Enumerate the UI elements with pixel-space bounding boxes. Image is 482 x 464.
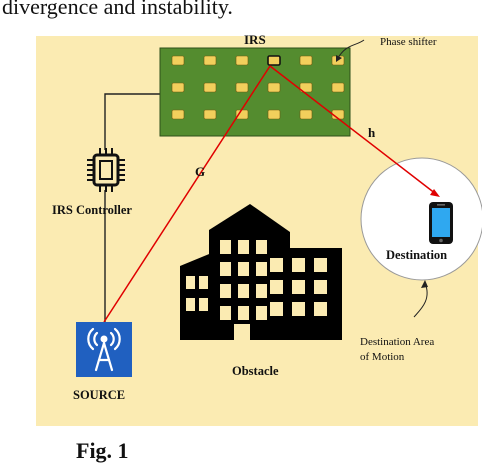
link-g — [103, 65, 271, 323]
building-window — [270, 302, 283, 316]
building-window — [270, 280, 283, 294]
irs-element — [267, 109, 281, 120]
irs-element — [203, 109, 217, 120]
phase-shifter-arrowhead — [336, 55, 342, 62]
destination-area-arrowhead — [421, 280, 428, 288]
control-wire — [104, 93, 160, 150]
building-window — [220, 306, 231, 320]
building-window — [292, 258, 305, 272]
irs-element — [235, 55, 249, 66]
figure-label: Fig. 1 — [76, 438, 129, 463]
channel-g-label: G — [195, 164, 205, 179]
building-window — [256, 262, 267, 276]
irs-element — [331, 82, 345, 93]
irs-element — [299, 82, 313, 93]
building-window — [238, 306, 249, 320]
irs-element — [299, 109, 313, 120]
building-window — [238, 240, 249, 254]
building-window — [238, 284, 249, 298]
building-window — [186, 276, 195, 289]
building-window — [256, 306, 267, 320]
link-h-arrowhead — [430, 189, 440, 197]
destination-area-label-line2: of Motion — [360, 351, 405, 363]
irs-panel — [159, 47, 351, 137]
irs-element — [203, 82, 217, 93]
irs-element — [299, 55, 313, 66]
source-label: SOURCE — [73, 388, 125, 402]
irs-element — [267, 55, 281, 66]
building-window — [314, 302, 327, 316]
irs-element — [171, 109, 185, 120]
building-window — [292, 280, 305, 294]
building-window — [256, 284, 267, 298]
irs-element-grid — [171, 55, 345, 120]
link-h — [269, 65, 437, 195]
destination-area-label-line1: Destination Area — [360, 336, 434, 348]
building-window — [220, 262, 231, 276]
building-window — [199, 298, 208, 311]
destination-area-circle — [360, 157, 482, 281]
obstacle-label: Obstacle — [232, 364, 279, 378]
obstacle-building-icon — [180, 204, 342, 340]
irs-element — [203, 55, 217, 66]
building-window — [234, 324, 250, 340]
irs-element — [235, 82, 249, 93]
smartphone-icon — [429, 202, 453, 244]
phase-shifter-pointer — [337, 39, 365, 59]
irs-controller-label: IRS Controller — [52, 203, 132, 217]
source-antenna-icon — [76, 322, 132, 377]
irs-controller-chip-icon — [87, 148, 125, 192]
channel-h-label: h — [368, 125, 376, 140]
irs-element — [171, 82, 185, 93]
irs-element — [171, 55, 185, 66]
destination-label: Destination — [386, 248, 447, 262]
building-window — [256, 240, 267, 254]
building-window — [314, 280, 327, 294]
irs-element — [267, 82, 281, 93]
phase-shifter-label: Phase shifter — [380, 36, 437, 48]
irs-label: IRS — [244, 32, 266, 47]
building-window — [238, 262, 249, 276]
building-window — [220, 240, 231, 254]
building-window — [220, 284, 231, 298]
building-window — [270, 258, 283, 272]
building-window — [199, 276, 208, 289]
building-window — [314, 258, 327, 272]
building-window — [292, 302, 305, 316]
building-window — [186, 298, 195, 311]
